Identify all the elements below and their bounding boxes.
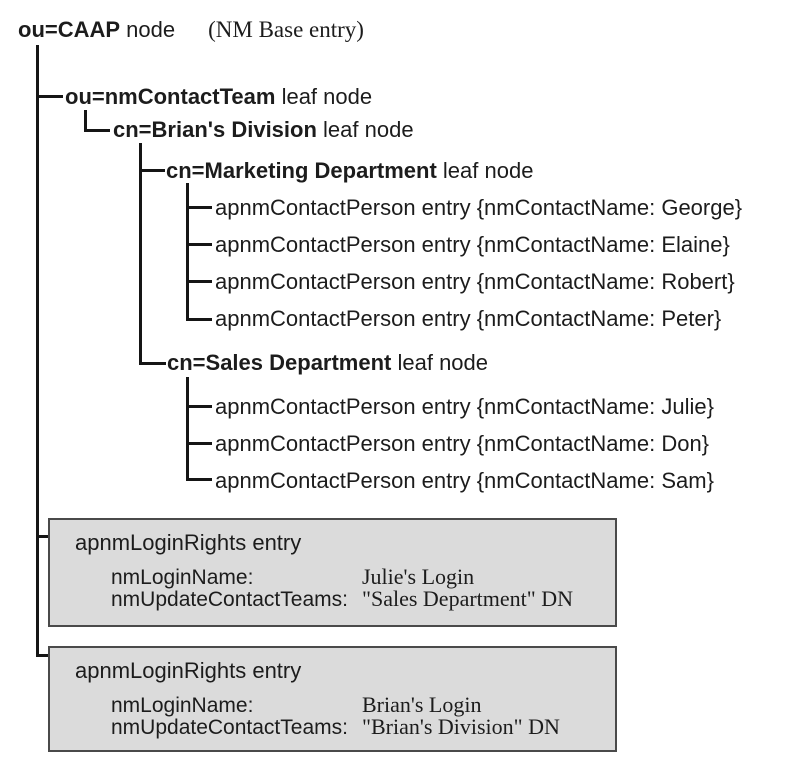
branch-don-line — [186, 442, 212, 445]
marketing-stem-line — [186, 183, 189, 321]
node-type: leaf node — [275, 84, 373, 109]
branch-contact-team-line — [36, 95, 63, 98]
person-entry-sam: apnmContactPerson entry {nmContactName: … — [215, 468, 714, 493]
person-entry-elaine: apnmContactPerson entry {nmContactName: … — [215, 232, 730, 257]
field-login-name: nmLoginName: Brian's Login — [111, 692, 560, 717]
tree-node-marketing-department: cn=Marketing Department leaf node — [166, 160, 533, 182]
field-name: nmLoginName: — [111, 694, 254, 717]
field-update-contact-teams: nmUpdateContactTeams: "Sales Department" … — [111, 586, 574, 611]
node-dn: ou=nmContactTeam — [65, 84, 276, 109]
contact-team-stem-line — [84, 110, 87, 132]
field-update-contact-teams: nmUpdateContactTeams: "Brian's Division" … — [111, 714, 560, 739]
login-rights-box-brian: apnmLoginRights entry nmLoginName: Brian'… — [48, 646, 617, 752]
person-entry-don: apnmContactPerson entry {nmContactName: … — [215, 431, 710, 456]
root-note: (NM Base entry) — [208, 17, 364, 42]
root-type: node — [120, 17, 176, 42]
node-dn: cn=Marketing Department — [166, 158, 437, 183]
node-type: leaf node — [391, 350, 489, 375]
node-type: leaf node — [316, 117, 414, 142]
branch-julie-line — [186, 405, 212, 408]
trunk-line — [36, 45, 39, 657]
tree-node-brians-division: cn=Brian's Division leaf node — [113, 119, 414, 141]
branch-george-line — [186, 206, 212, 209]
tree-root-label: ou=CAAP node (NM Base entry) — [18, 17, 364, 42]
field-value: "Brian's Division" DN — [362, 714, 560, 739]
branch-brians-division-line — [84, 129, 110, 132]
field-login-name: nmLoginName: Julie's Login — [111, 564, 573, 589]
node-type: leaf node — [436, 158, 534, 183]
tree-node-sales-department: cn=Sales Department leaf node — [167, 352, 488, 374]
field-name: nmUpdateContactTeams: — [111, 588, 348, 611]
sales-stem-line — [186, 377, 189, 481]
node-dn: cn=Brian's Division — [113, 117, 317, 142]
field-value: Brian's Login — [362, 692, 482, 717]
branch-marketing-line — [139, 169, 165, 172]
branch-sam-line — [186, 478, 212, 481]
person-entry-julie: apnmContactPerson entry {nmContactName: … — [215, 394, 714, 419]
field-value: "Sales Department" DN — [362, 586, 574, 611]
box-title: apnmLoginRights entry — [75, 530, 302, 555]
person-entry-robert: apnmContactPerson entry {nmContactName: … — [215, 269, 735, 294]
node-dn: cn=Sales Department — [167, 350, 392, 375]
person-entry-george: apnmContactPerson entry {nmContactName: … — [215, 195, 743, 220]
field-name: nmLoginName: — [111, 566, 254, 589]
field-value: Julie's Login — [362, 564, 475, 589]
branch-peter-line — [186, 318, 212, 321]
branch-sales-line — [139, 362, 166, 365]
branch-robert-line — [186, 280, 212, 283]
branch-login-box-2-line — [36, 654, 50, 657]
field-name: nmUpdateContactTeams: — [111, 716, 348, 739]
branch-elaine-line — [186, 243, 212, 246]
branch-login-box-1-line — [36, 535, 50, 538]
tree-node-contact-team: ou=nmContactTeam leaf node — [65, 86, 372, 108]
login-rights-box-julie: apnmLoginRights entry nmLoginName: Julie'… — [48, 518, 617, 627]
person-entry-peter: apnmContactPerson entry {nmContactName: … — [215, 306, 722, 331]
root-dn: ou=CAAP — [18, 17, 121, 42]
brians-division-stem-line — [139, 143, 142, 365]
box-title: apnmLoginRights entry — [75, 658, 302, 683]
